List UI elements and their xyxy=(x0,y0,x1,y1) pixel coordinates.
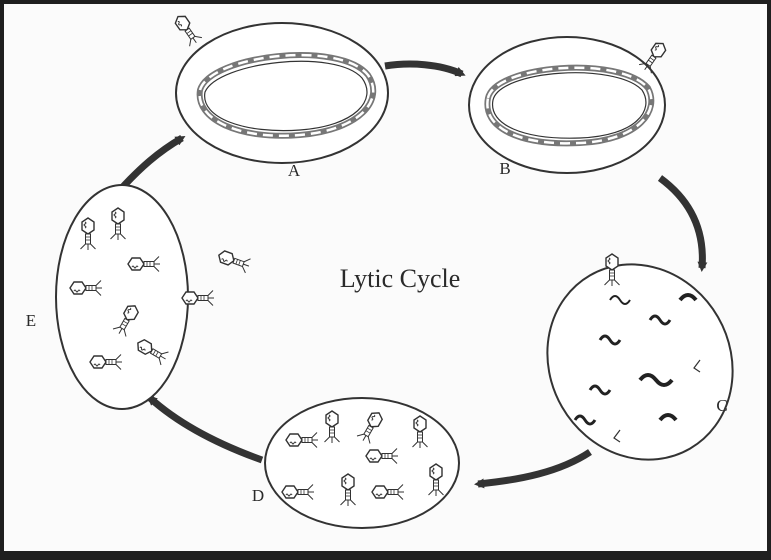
arrow-c-to-d xyxy=(478,452,590,484)
arrow-b-to-c xyxy=(660,178,702,268)
arrow-e-to-a xyxy=(120,138,182,190)
stage-a-cell xyxy=(172,12,388,163)
stage-a-label: A xyxy=(288,161,301,180)
stage-c-label: C xyxy=(716,396,727,415)
stage-c-cell xyxy=(512,230,768,493)
stage-d-label: D xyxy=(252,486,264,505)
stage-b-label: B xyxy=(499,159,510,178)
stage-d-cell xyxy=(265,398,459,528)
stage-e-label: E xyxy=(26,311,36,330)
diagram-title: Lytic Cycle xyxy=(340,264,461,293)
stage-b-cell xyxy=(469,37,669,173)
arrow-d-to-e xyxy=(150,398,262,460)
stage-e-cell xyxy=(56,185,251,409)
arrow-a-to-b xyxy=(385,64,462,74)
